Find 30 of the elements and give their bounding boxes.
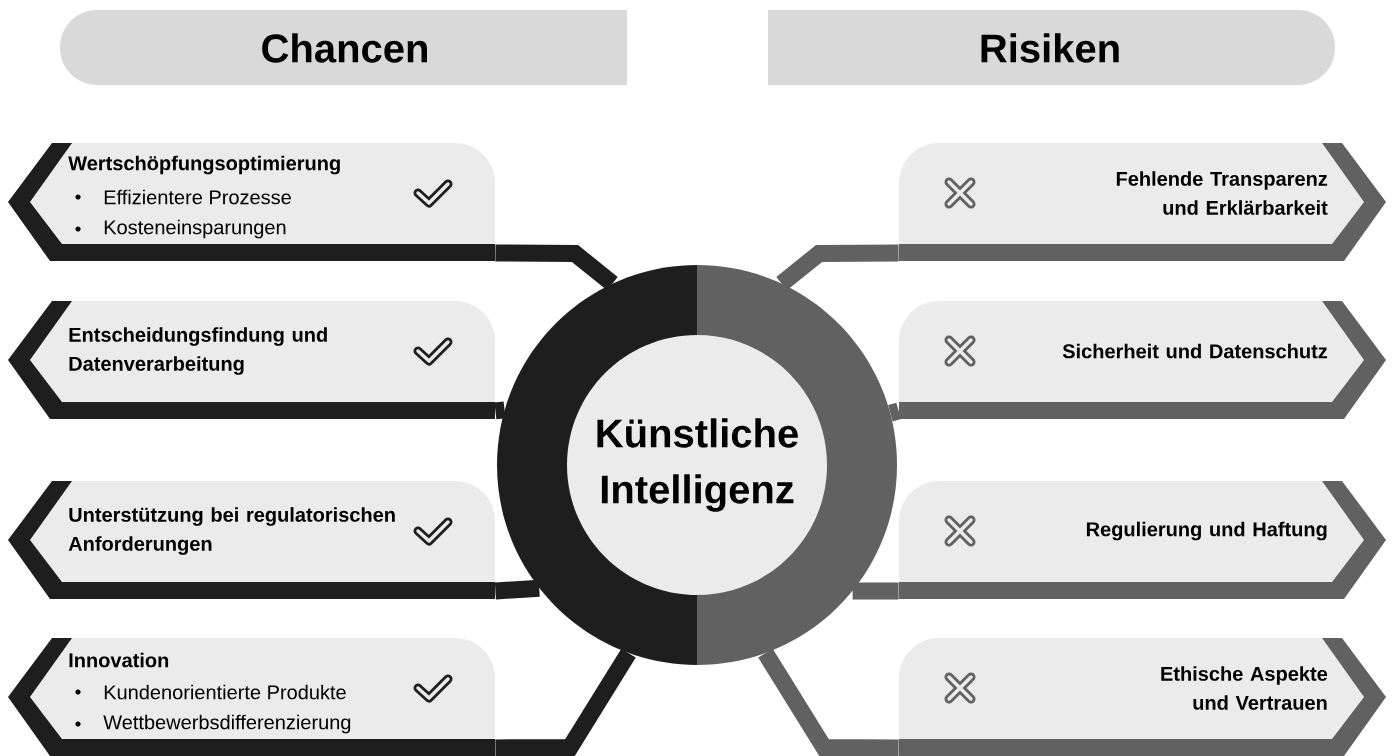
card-text: Entscheidungsfindung und Datenverarbeitung [69,327,327,375]
connector-line [888,402,901,422]
connector-line [494,579,540,600]
card-text: Unterstützung bei regulatorischen Anforderungen [68,507,395,555]
bullet-item: Wettbewerbsdifferenzierung [103,714,351,734]
connector-line [758,648,899,756]
card-text: Fehlende Transparenz und Erklärbarkeit [1116,171,1328,215]
connector-line [494,401,506,420]
option-card [8,481,495,599]
card-text: Regulierung und Haftung [1086,521,1327,541]
option-card [899,638,1386,756]
bullet-item: Kundenorientierte Produkte [104,684,346,700]
connector-line [495,648,636,756]
connector-line [852,582,899,600]
title-band: Risiken [768,10,1335,85]
option-card [899,301,1386,419]
card-text: Ethische Aspekte und Vertrauen [1161,666,1328,710]
option-card [8,301,495,419]
connector-line [776,244,899,291]
bullet-item: Effizientere Prozesse [104,189,291,205]
title-band: Chancen [60,10,627,85]
card-heading: Wertschöpfungsoptimierung [68,155,340,175]
option-card [899,143,1386,261]
card-text: Sicherheit und Datenschutz [1062,343,1328,359]
option-card [8,143,495,261]
bullet-item: Kosteneinsparungen [104,219,286,239]
option-card [899,481,1386,599]
option-card [8,638,495,756]
connector-line [495,244,618,291]
card-heading: Innovation [69,652,169,668]
